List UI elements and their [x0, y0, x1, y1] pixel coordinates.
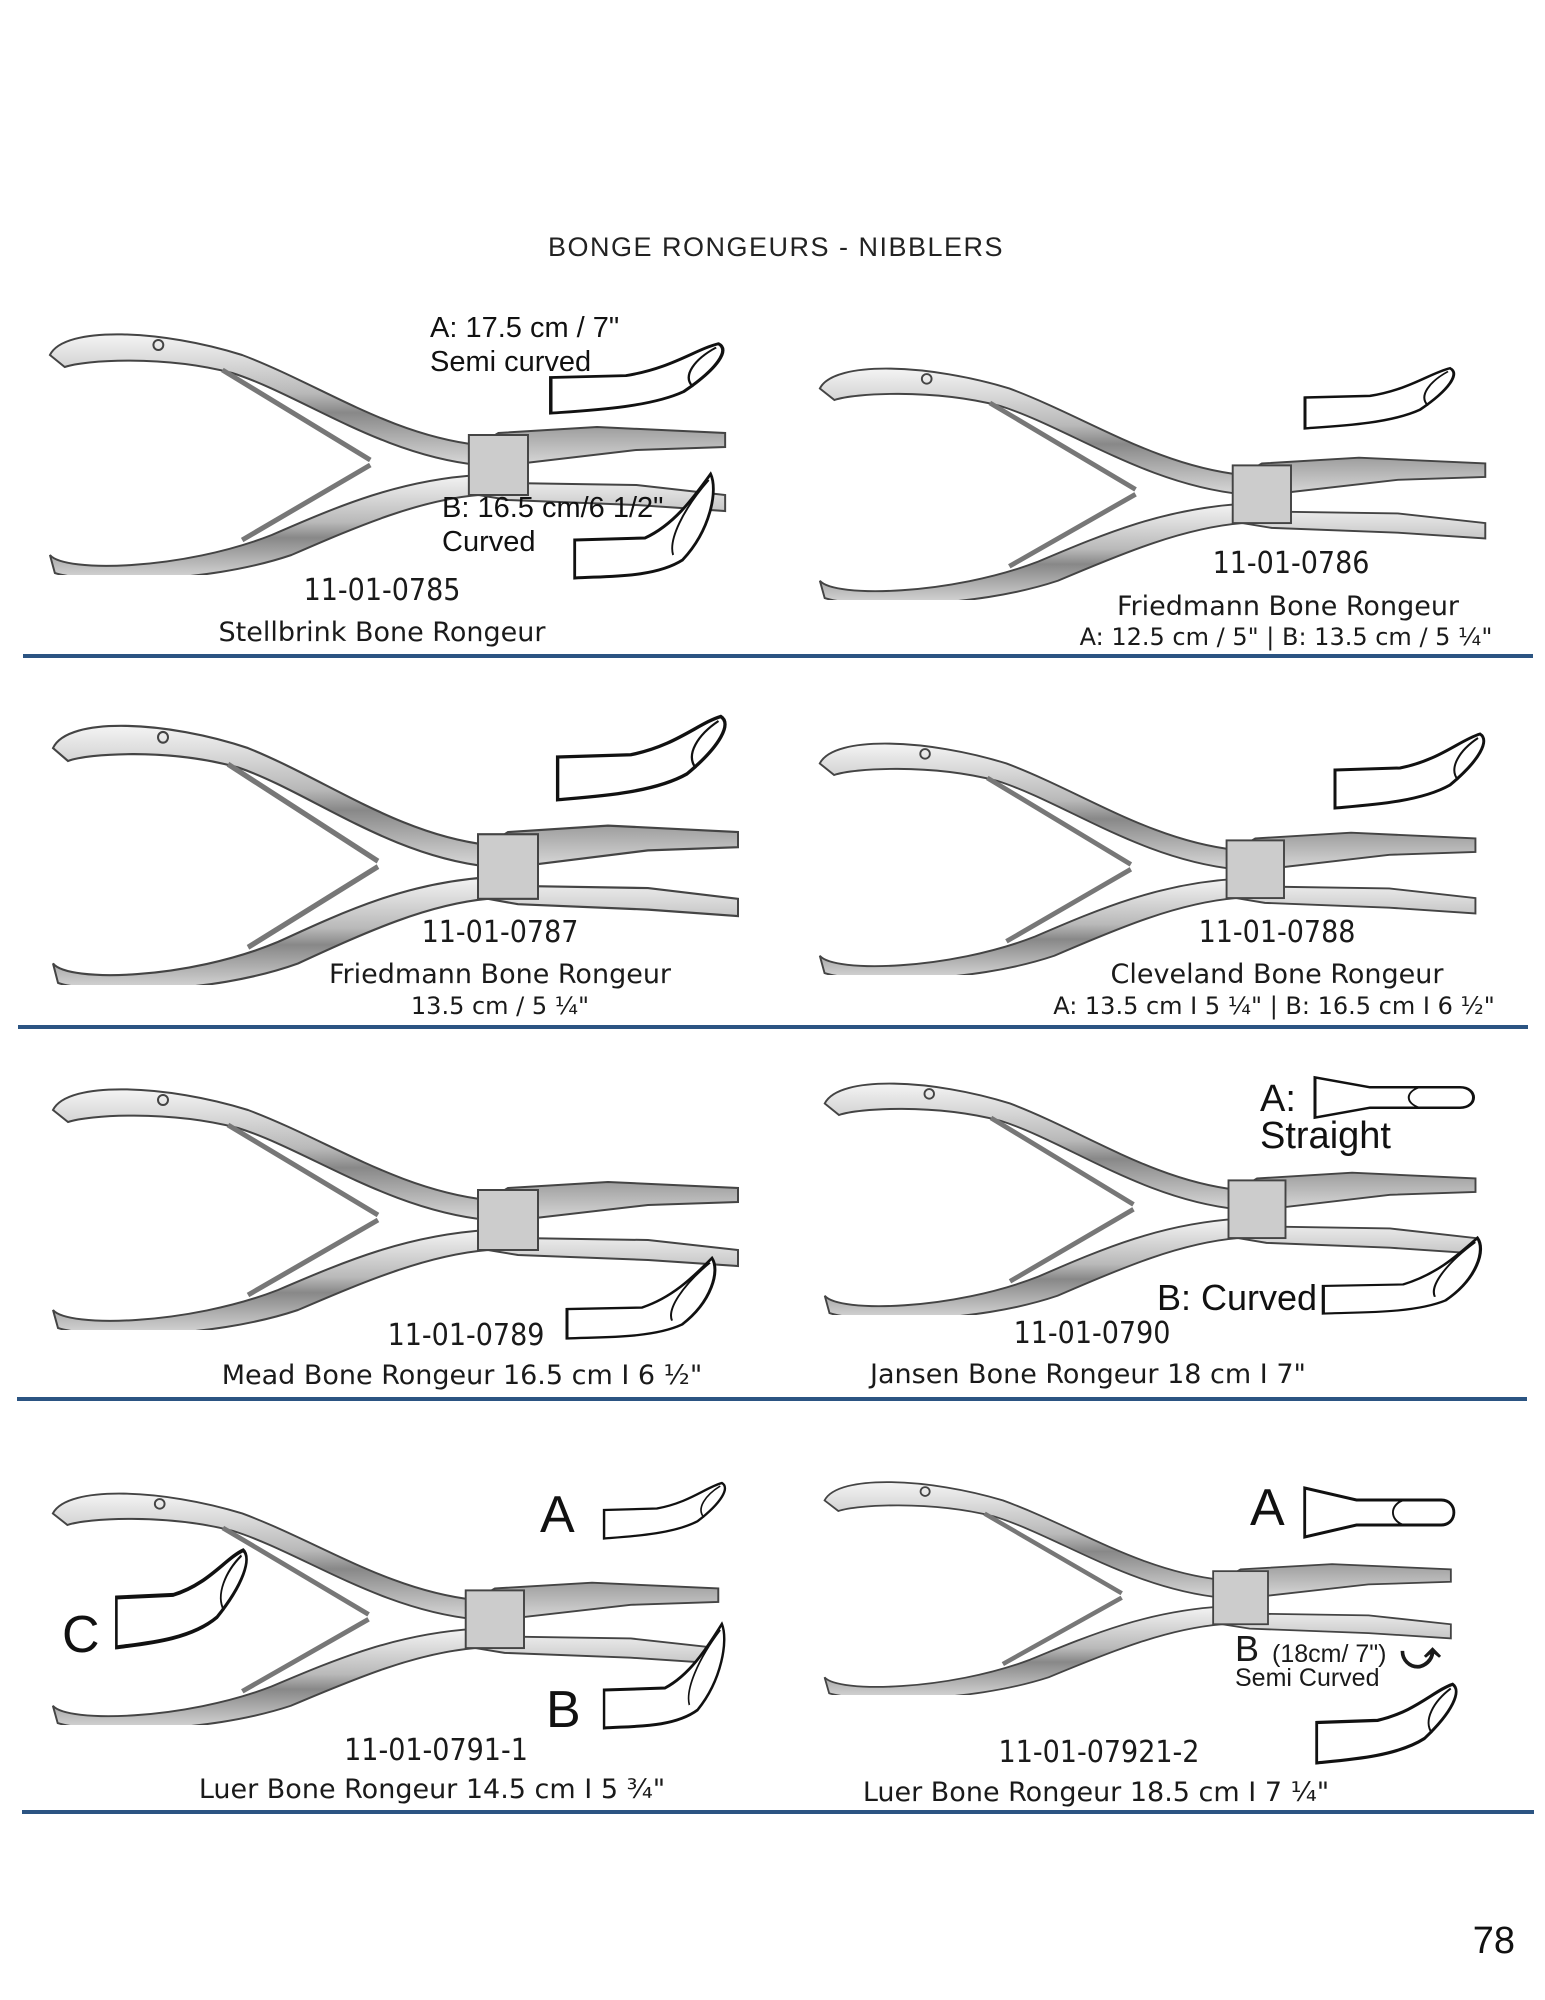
- product-size: A: 12.5 cm / 5" | B: 13.5 cm / 5 ¼": [1079, 623, 1493, 651]
- section-divider: [22, 1810, 1534, 1814]
- product-name: Stellbrink Bone Rongeur: [218, 617, 546, 648]
- variant-a-type: Semi curved: [430, 346, 592, 378]
- curve-arrow-icon: ⤻: [1400, 1635, 1441, 1677]
- jaw-tip-diagram: [562, 1255, 722, 1340]
- product-name: Friedmann Bone Rongeur: [328, 959, 672, 990]
- jaw-tip-diagram: [545, 340, 730, 415]
- variant-a-label: A: [540, 1486, 575, 1544]
- variant-a-type: Straight: [1260, 1115, 1391, 1157]
- jaw-tip-diagram: [112, 1545, 252, 1650]
- rongeur-drawing: [48, 333, 727, 581]
- product-code: 11-01-0785: [303, 573, 461, 608]
- rongeur-drawing: [823, 1082, 1477, 1321]
- jaw-tip-diagram: [570, 470, 720, 580]
- product-code: 11-01-0789: [387, 1318, 545, 1353]
- rongeur-image: [815, 350, 1495, 606]
- jaw-tip-diagram: [600, 1620, 730, 1730]
- variant-b-type: Semi Curved: [1235, 1664, 1380, 1692]
- product-code: 11-01-07921-2: [998, 1735, 1200, 1770]
- product-size: A: 13.5 cm I 5 ¼" | B: 16.5 cm I 6 ½": [1053, 992, 1495, 1020]
- variant-b-label: B: [1235, 1628, 1260, 1669]
- variant-b-type: Curved: [442, 526, 536, 558]
- variant-b-label: B: [546, 1681, 581, 1739]
- jaw-tip-diagram: [600, 1480, 730, 1540]
- rongeur-drawing: [51, 1492, 720, 1731]
- jaw-tip-diagram: [1318, 1235, 1488, 1315]
- variant-a-label: A: 17.5 cm / 7": [430, 312, 620, 344]
- rongeur-image: [820, 1065, 1485, 1321]
- product-code: 11-01-0788: [1198, 915, 1356, 950]
- rongeur-image: [815, 725, 1485, 981]
- product-name: Luer Bone Rongeur 14.5 cm I 5 ¾": [198, 1774, 666, 1805]
- product-name: Jansen Bone Rongeur 18 cm I 7": [870, 1359, 1306, 1390]
- variant-a-label: A: [1250, 1479, 1285, 1537]
- rongeur-drawing: [51, 724, 739, 992]
- section-divider: [17, 1397, 1527, 1401]
- page-title: BONGE RONGEURS - NIBBLERS: [547, 232, 1005, 262]
- jaw-tip-diagram: [1300, 365, 1460, 430]
- page-number: 78: [1472, 1920, 1515, 1962]
- jaw-tip-diagram: [1300, 1485, 1460, 1540]
- product-code: 11-01-0787: [421, 915, 579, 950]
- rongeur-image: [48, 705, 748, 992]
- product-code: 11-01-0791-1: [344, 1733, 528, 1768]
- variant-a-label: A:: [1260, 1078, 1296, 1120]
- product-name: Friedmann Bone Rongeur: [1116, 591, 1460, 622]
- product-name: Cleveland Bone Rongeur: [1110, 959, 1444, 990]
- variant-c-label: C: [62, 1606, 100, 1664]
- product-name: Luer Bone Rongeur 18.5 cm I 7 ¼": [862, 1777, 1330, 1808]
- rongeur-image: [820, 1465, 1460, 1700]
- rongeur-drawing: [823, 1481, 1452, 1700]
- section-divider: [23, 654, 1533, 658]
- rongeur-drawing: [818, 742, 1477, 981]
- rongeur-image: [48, 1475, 728, 1731]
- product-size: 13.5 cm / 5 ¼": [410, 992, 590, 1020]
- product-code: 11-01-0786: [1212, 546, 1370, 581]
- rongeur-drawing: [51, 1088, 739, 1336]
- variant-b-size: (18cm/ 7"): [1272, 1640, 1387, 1668]
- variant-b-label: B: Curved: [1157, 1277, 1318, 1318]
- rongeur-drawing: [818, 367, 1487, 606]
- product-code: 11-01-0790: [1013, 1316, 1171, 1351]
- jaw-tip-diagram: [552, 712, 732, 802]
- rongeur-image: [45, 315, 735, 581]
- jaw-tip-diagram: [1312, 1680, 1462, 1765]
- rongeur-image: [48, 1070, 748, 1336]
- section-divider: [18, 1025, 1528, 1029]
- jaw-tip-diagram: [1330, 730, 1490, 810]
- jaw-tip-diagram: [1310, 1075, 1480, 1120]
- product-name: Mead Bone Rongeur 16.5 cm I 6 ½": [221, 1360, 703, 1391]
- variant-b-label: B: 16.5 cm/6 1/2": [442, 492, 664, 524]
